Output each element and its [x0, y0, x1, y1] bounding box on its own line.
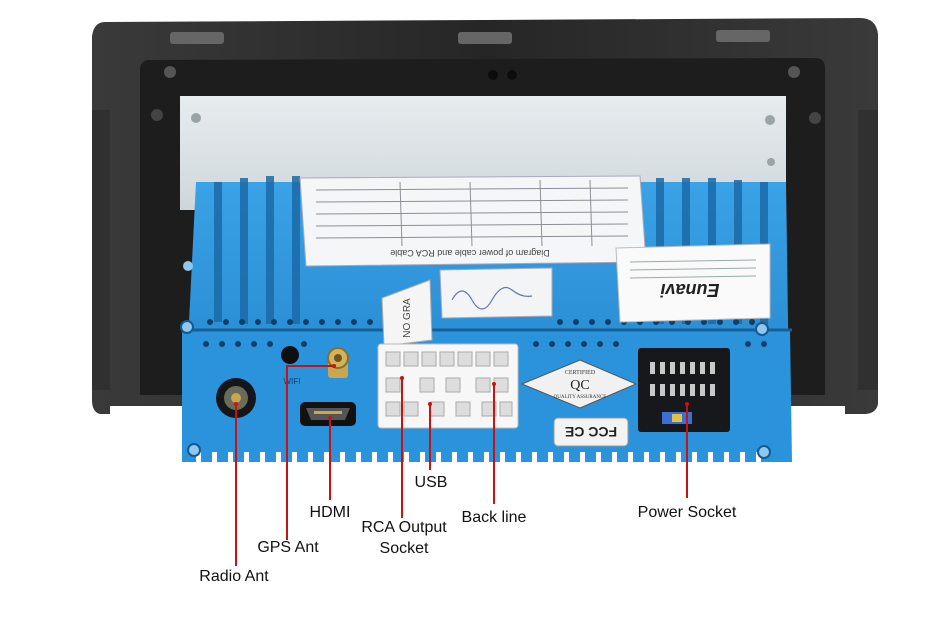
qc-badge-top: CERTIFIED: [565, 370, 596, 376]
wifi-port-label: WIFI: [284, 377, 301, 386]
warning-label-text: NO GRA: [402, 298, 413, 338]
hdmi-label: HDMI: [309, 504, 351, 521]
warning-label: NO GRA: [381, 279, 433, 347]
rca-output-and-usb-connector: [377, 343, 519, 429]
gps-antenna-port: [327, 347, 349, 378]
qc-certified-badge: CERTIFIED QC QUALITY ASSURANCE: [520, 359, 638, 409]
fcc-ce-text: FCC CE: [565, 424, 617, 440]
radio-antenna-port: [216, 378, 256, 418]
gps-ant-label: GPS Ant: [257, 539, 319, 556]
radio-ant-label: Radio Ant: [199, 568, 269, 585]
wiring-diagram-sticker: Diagram of power cable and RCA Cable: [299, 175, 647, 267]
power-socket-label: Power Socket: [637, 504, 737, 521]
fcc-ce-marks: FCC CE: [553, 417, 629, 447]
brand-name: Eunavi: [659, 280, 719, 300]
qc-badge-bottom: QUALITY ASSURANCE: [554, 395, 607, 400]
power-socket: [638, 348, 730, 432]
hdmi-port: [300, 402, 356, 426]
callout-lines: [235, 365, 688, 566]
usb-label: USB: [414, 474, 448, 491]
qc-badge-main: QC: [570, 378, 589, 393]
brand-sticker: Eunavi: [615, 243, 771, 323]
wifi-port: WIFI: [281, 346, 300, 386]
rca-output-label: RCA Output Socket: [361, 519, 447, 557]
sticker-title: Diagram of power cable and RCA Cable: [390, 248, 550, 258]
back-line-label: Back line: [461, 509, 527, 526]
